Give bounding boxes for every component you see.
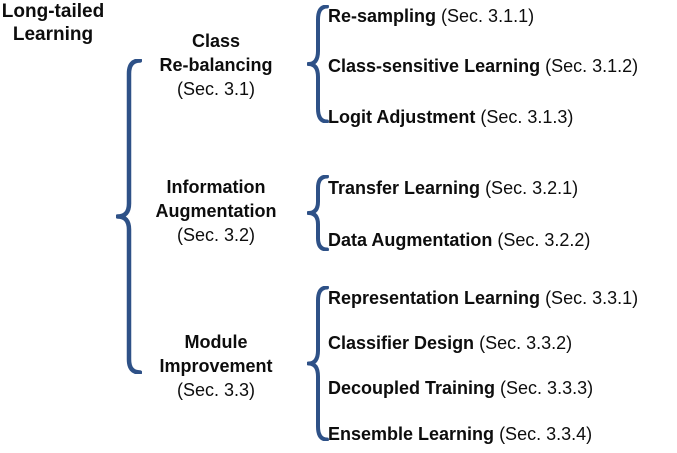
branch-sec-label: (Sec. 3.1) — [176, 79, 256, 99]
branch-name-line: Improvement — [159, 356, 273, 376]
branch-name-line: Class — [191, 31, 241, 51]
branch-node-information-augmentation: Information Augmentation (Sec. 3.2) — [131, 175, 301, 247]
leaf-sec: (Sec. 3.3.3) — [500, 378, 594, 398]
leaf-sec: (Sec. 3.3.1) — [545, 288, 639, 308]
leaf-sec: (Sec. 3.2.2) — [497, 230, 591, 250]
branch-name-line: Augmentation — [155, 201, 277, 221]
branch-name-line: Re-balancing — [159, 55, 273, 75]
brace-module-improvement — [307, 286, 329, 441]
leaf-data-augmentation: Data Augmentation (Sec. 3.2.2) — [328, 229, 590, 251]
leaf-sec: (Sec. 3.1.3) — [480, 107, 574, 127]
branch-name-line: Module — [184, 332, 248, 352]
leaf-class-sensitive-learning: Class-sensitive Learning (Sec. 3.1.2) — [328, 55, 638, 77]
branch-sec-label: (Sec. 3.3) — [176, 380, 256, 400]
leaf-name: Decoupled Training — [328, 378, 496, 398]
brace-root — [116, 59, 142, 374]
branch-sec-label: (Sec. 3.2) — [176, 225, 256, 245]
leaf-sec: (Sec. 3.2.1) — [485, 178, 579, 198]
leaf-logit-adjustment: Logit Adjustment (Sec. 3.1.3) — [328, 106, 573, 128]
leaf-sec: (Sec. 3.3.4) — [499, 424, 593, 444]
leaf-name: Transfer Learning — [328, 178, 481, 198]
branch-node-module-improvement: Module Improvement (Sec. 3.3) — [131, 330, 301, 402]
leaf-ensemble-learning: Ensemble Learning (Sec. 3.3.4) — [328, 423, 592, 445]
brace-class-rebalancing — [307, 5, 329, 123]
leaf-name: Ensemble Learning — [328, 424, 495, 444]
leaf-transfer-learning: Transfer Learning (Sec. 3.2.1) — [328, 177, 578, 199]
root-line: Learning — [12, 24, 94, 45]
leaf-sec: (Sec. 3.1.1) — [441, 6, 535, 26]
leaf-name: Representation Learning — [328, 288, 541, 308]
leaf-name: Classifier Design — [328, 333, 475, 353]
branch-name-line: Information — [166, 177, 266, 197]
leaf-name: Re-sampling — [328, 6, 437, 26]
leaf-name: Class-sensitive Learning — [328, 56, 541, 76]
branch-node-class-rebalancing: Class Re-balancing (Sec. 3.1) — [131, 29, 301, 101]
brace-information-augmentation — [307, 175, 329, 251]
root-line: Long-tailed — [1, 1, 105, 22]
leaf-sec: (Sec. 3.1.2) — [545, 56, 639, 76]
leaf-name: Data Augmentation — [328, 230, 493, 250]
leaf-re-sampling: Re-sampling (Sec. 3.1.1) — [328, 5, 534, 27]
root-node: Long-tailed Learning — [0, 0, 106, 46]
leaf-classifier-design: Classifier Design (Sec. 3.3.2) — [328, 332, 572, 354]
leaf-decoupled-training: Decoupled Training (Sec. 3.3.3) — [328, 377, 593, 399]
leaf-representation-learning: Representation Learning (Sec. 3.3.1) — [328, 287, 638, 309]
leaf-name: Logit Adjustment — [328, 107, 476, 127]
leaf-sec: (Sec. 3.3.2) — [479, 333, 573, 353]
